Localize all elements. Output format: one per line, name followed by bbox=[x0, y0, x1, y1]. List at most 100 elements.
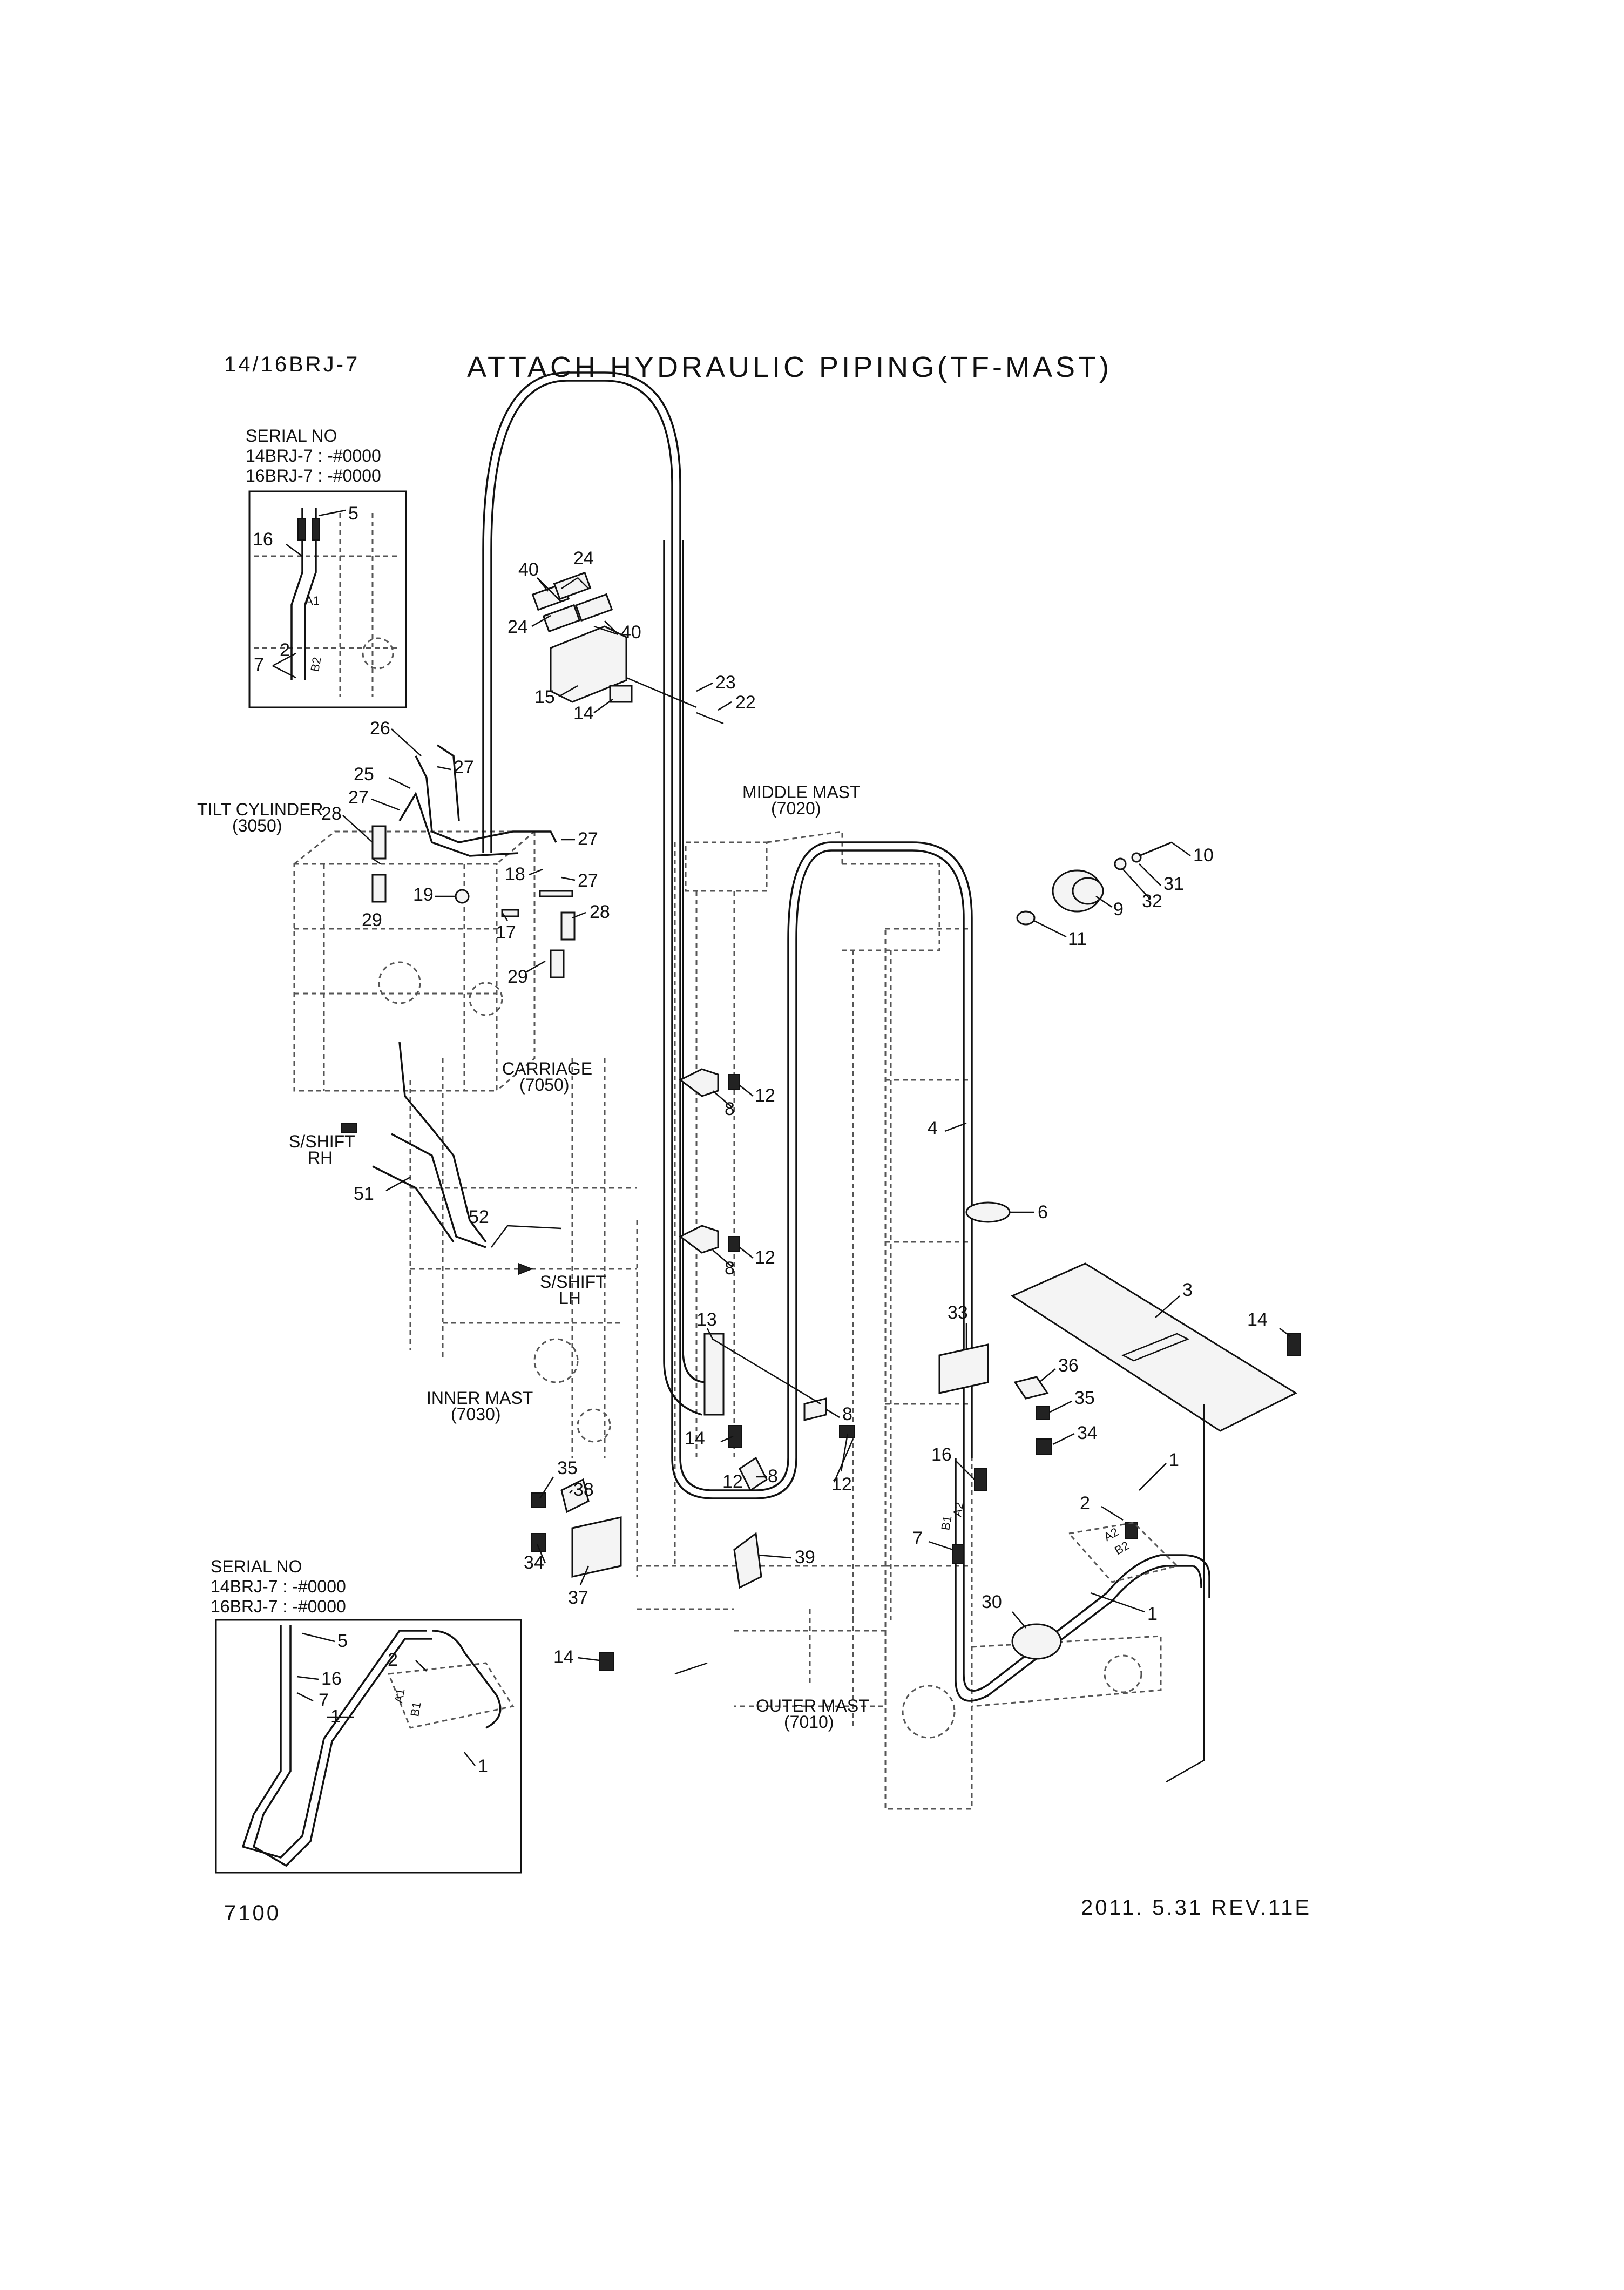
callout-30: 30 bbox=[982, 1592, 1002, 1612]
callout-35: 35 bbox=[557, 1458, 578, 1478]
inner-mast-ref: (7030) bbox=[451, 1404, 501, 1424]
callout-12: 12 bbox=[755, 1247, 775, 1268]
callout-2: 2 bbox=[1080, 1493, 1090, 1514]
callout-29: 29 bbox=[508, 967, 528, 987]
callout-34: 34 bbox=[524, 1552, 544, 1573]
cover-plate-3 bbox=[1010, 1262, 1298, 1432]
callout-8: 8 bbox=[842, 1404, 852, 1424]
callout-11: 11 bbox=[1068, 929, 1087, 949]
callout-14: 14 bbox=[1247, 1309, 1268, 1330]
svg-text:B2: B2 bbox=[1112, 1538, 1132, 1557]
detail-frame-top bbox=[248, 490, 407, 708]
middle-mast-label: MIDDLE MAST bbox=[742, 782, 861, 802]
callout-36: 36 bbox=[1058, 1355, 1079, 1376]
callout-27: 27 bbox=[348, 787, 369, 808]
callout-52: 52 bbox=[469, 1207, 489, 1227]
carriage-ref: (7050) bbox=[519, 1075, 570, 1095]
svg-text:A1: A1 bbox=[305, 594, 320, 607]
page-number: 7100 bbox=[224, 1901, 281, 1925]
serial-title-top: SERIAL NO bbox=[246, 426, 337, 445]
callout-16: 16 bbox=[931, 1444, 952, 1465]
callout-12: 12 bbox=[831, 1474, 852, 1495]
callout-5: 5 bbox=[348, 503, 358, 524]
hose-clamp-30 bbox=[1011, 1623, 1062, 1660]
callout-37: 37 bbox=[568, 1588, 588, 1608]
callout-18: 18 bbox=[505, 864, 525, 884]
callout-8: 8 bbox=[725, 1258, 735, 1279]
callout-22: 22 bbox=[735, 692, 756, 713]
serial-line1-bottom: 14BRJ-7 : -#0000 bbox=[211, 1577, 346, 1596]
detail-frame-bottom bbox=[215, 1619, 522, 1874]
callout-7: 7 bbox=[912, 1528, 923, 1549]
callout-40: 40 bbox=[518, 559, 539, 580]
callout-19: 19 bbox=[413, 884, 434, 905]
callout-26: 26 bbox=[370, 718, 390, 739]
callout-numbers: 5 16 7 2 40 24 24 40 15 14 23 22 26 27 2… bbox=[253, 503, 1268, 1776]
serial-line1-top: 14BRJ-7 : -#0000 bbox=[246, 446, 381, 465]
sshift-lh-side: LH bbox=[559, 1288, 581, 1308]
callout-17: 17 bbox=[496, 922, 516, 943]
callout-40: 40 bbox=[621, 622, 641, 643]
callout-14: 14 bbox=[685, 1428, 705, 1449]
port-marks: A1 B1 A2 B2 A1 B1 A2 B2 bbox=[305, 594, 1132, 1718]
svg-text:B1: B1 bbox=[408, 1701, 423, 1718]
callout-28: 28 bbox=[321, 803, 342, 824]
bracket-33 bbox=[938, 1343, 989, 1394]
callout-13: 13 bbox=[696, 1309, 717, 1330]
callout-14: 14 bbox=[553, 1647, 574, 1667]
leader-lines bbox=[272, 509, 1291, 1783]
bolt-14-top bbox=[609, 685, 633, 703]
svg-text:B2: B2 bbox=[308, 656, 323, 673]
callout-2: 2 bbox=[388, 1650, 398, 1670]
svg-text:A1: A1 bbox=[391, 1687, 407, 1704]
callout-12: 12 bbox=[722, 1471, 743, 1492]
callout-38: 38 bbox=[573, 1480, 594, 1500]
middle-mast-ref: (7020) bbox=[771, 799, 821, 818]
callout-9: 9 bbox=[1113, 899, 1124, 920]
drawing-title: ATTACH HYDRAULIC PIPING(TF-MAST) bbox=[467, 351, 1112, 383]
callout-6: 6 bbox=[1038, 1202, 1048, 1222]
callout-27: 27 bbox=[578, 829, 598, 849]
callout-5: 5 bbox=[337, 1631, 348, 1651]
outer-mast-ref: (7010) bbox=[784, 1712, 834, 1732]
svg-text:B1: B1 bbox=[938, 1515, 954, 1531]
bracket-39 bbox=[733, 1532, 762, 1589]
callout-34: 34 bbox=[1077, 1423, 1098, 1443]
serial-line2-bottom: 16BRJ-7 : -#0000 bbox=[211, 1597, 346, 1616]
manifold-block bbox=[550, 625, 627, 703]
callout-16: 16 bbox=[321, 1668, 342, 1689]
callout-24: 24 bbox=[508, 617, 528, 637]
callout-7: 7 bbox=[254, 654, 264, 675]
callout-1: 1 bbox=[1147, 1604, 1158, 1624]
callout-3: 3 bbox=[1182, 1280, 1193, 1300]
callout-28: 28 bbox=[590, 902, 610, 922]
serial-title-bottom: SERIAL NO bbox=[211, 1557, 302, 1576]
callout-8: 8 bbox=[725, 1099, 735, 1119]
callout-1: 1 bbox=[478, 1756, 488, 1776]
model-code: 14/16BRJ-7 bbox=[224, 353, 360, 376]
serial-line2-top: 16BRJ-7 : -#0000 bbox=[246, 466, 381, 485]
callout-35: 35 bbox=[1074, 1388, 1095, 1408]
callout-15: 15 bbox=[534, 687, 555, 707]
serial-detail-top bbox=[248, 490, 407, 708]
sshift-rh-label: S/SHIFT bbox=[289, 1132, 355, 1151]
callout-14: 14 bbox=[573, 703, 594, 724]
callout-8: 8 bbox=[768, 1466, 778, 1487]
outer-mast-label: OUTER MAST bbox=[756, 1696, 869, 1715]
callout-7: 7 bbox=[319, 1690, 329, 1711]
callout-27: 27 bbox=[578, 870, 598, 891]
callout-32: 32 bbox=[1142, 891, 1162, 911]
bracket-37 bbox=[571, 1516, 622, 1578]
callout-23: 23 bbox=[715, 672, 736, 693]
sshift-lh-label: S/SHIFT bbox=[540, 1272, 606, 1292]
callout-16: 16 bbox=[253, 529, 273, 550]
callout-29: 29 bbox=[362, 910, 382, 930]
assembly-labels: TILT CYLINDER (3050) MIDDLE MAST (7020) … bbox=[197, 782, 869, 1732]
tilt-cylinder-label: TILT CYLINDER bbox=[197, 800, 323, 819]
callout-4: 4 bbox=[928, 1118, 938, 1138]
svg-text:A2: A2 bbox=[950, 1501, 966, 1518]
plate-13 bbox=[703, 1333, 725, 1416]
callout-1: 1 bbox=[330, 1706, 341, 1727]
roller-11 bbox=[1016, 910, 1036, 926]
